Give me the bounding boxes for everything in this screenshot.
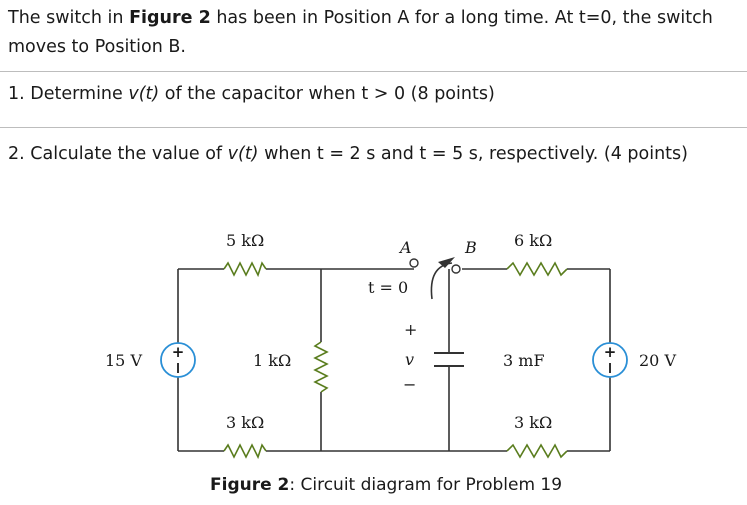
- figure-reference: Figure 2: [129, 8, 211, 28]
- wires: [177, 268, 611, 452]
- resistor-1k-icon: [313, 341, 329, 393]
- intro-text: The switch in: [8, 8, 130, 28]
- source-15v-icon: +: [160, 342, 196, 378]
- question-2: 2. Calculate the value of v(t) when t = …: [8, 142, 688, 166]
- label-cap-minus: −: [403, 375, 416, 394]
- switch-icon: [409, 257, 461, 300]
- problem-intro-line-2: moves to Position B.: [8, 37, 186, 57]
- label-switch-time: t = 0: [368, 278, 408, 297]
- label-6k: 6 kΩ: [514, 231, 552, 250]
- resistor-5k-icon: [223, 261, 267, 278]
- label-20v: 20 V: [639, 351, 676, 370]
- intro-text: has been in Position A for a long time. …: [210, 8, 713, 28]
- label-cap-plus: +: [404, 320, 417, 339]
- label-3k-left: 3 kΩ: [226, 413, 264, 432]
- problem-intro-line-1: The switch in Figure 2 has been in Posit…: [8, 6, 713, 30]
- label-cap-voltage: v: [405, 350, 414, 369]
- label-15v: 15 V: [105, 351, 142, 370]
- label-3k-right: 3 kΩ: [514, 413, 552, 432]
- label-switch-b: B: [464, 238, 477, 257]
- question-1: 1. Determine v(t) of the capacitor when …: [8, 82, 495, 106]
- resistor-3k-left-icon: [223, 443, 267, 460]
- q2-text: when t = 2 s and t = 5 s, respectively. …: [258, 144, 688, 164]
- label-3mf: 3 mF: [503, 351, 545, 370]
- divider: [0, 127, 747, 128]
- capacitor-symbol: [434, 352, 464, 367]
- label-switch-a: A: [398, 238, 412, 257]
- caption-text: : Circuit diagram for Problem 19: [289, 475, 563, 495]
- caption-figure-label: Figure 2: [210, 475, 290, 495]
- source-20v-icon: +: [592, 342, 628, 378]
- q1-text: of the capacitor when t > 0 (8 points): [159, 84, 495, 104]
- figure-caption: Figure 2: Circuit diagram for Problem 19: [210, 475, 562, 495]
- resistor-3k-right-icon: [506, 443, 568, 459]
- q1-text: 1. Determine: [8, 84, 129, 104]
- divider: [0, 71, 747, 72]
- label-5k: 5 kΩ: [226, 231, 264, 250]
- resistor-6k-icon: [506, 261, 568, 277]
- q2-text: 2. Calculate the value of: [8, 144, 228, 164]
- q1-variable: v(t): [128, 84, 160, 104]
- svg-text:+: +: [604, 343, 617, 361]
- q2-variable: v(t): [227, 144, 259, 164]
- svg-text:+: +: [172, 343, 185, 361]
- label-1k: 1 kΩ: [253, 351, 291, 370]
